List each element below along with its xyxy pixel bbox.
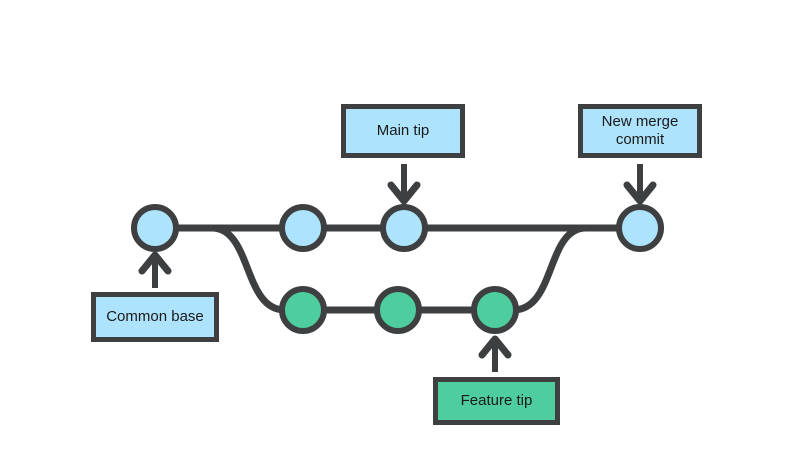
arrow-down-main-tip bbox=[387, 164, 421, 205]
node-feature-commit-1[interactable] bbox=[279, 286, 327, 334]
merge-curve bbox=[509, 224, 590, 314]
arrow-up-common-base bbox=[138, 251, 172, 288]
node-main-tip[interactable] bbox=[380, 204, 428, 252]
node-new-merge-commit[interactable] bbox=[616, 204, 664, 252]
label-box-common-base[interactable]: Common base bbox=[91, 292, 219, 342]
label-box-new-merge-commit[interactable]: New merge commit bbox=[578, 104, 702, 158]
node-feature-tip[interactable] bbox=[471, 286, 519, 334]
arrow-up-feature-tip bbox=[478, 335, 512, 372]
branch-off-curve bbox=[208, 224, 289, 314]
arrow-down-new-merge-commit bbox=[623, 164, 657, 205]
node-feature-commit-2[interactable] bbox=[374, 286, 422, 334]
label-box-feature-tip[interactable]: Feature tip bbox=[433, 377, 560, 425]
node-common-base[interactable] bbox=[131, 204, 179, 252]
label-box-main-tip[interactable]: Main tip bbox=[341, 104, 465, 158]
node-main-commit-1[interactable] bbox=[279, 204, 327, 252]
